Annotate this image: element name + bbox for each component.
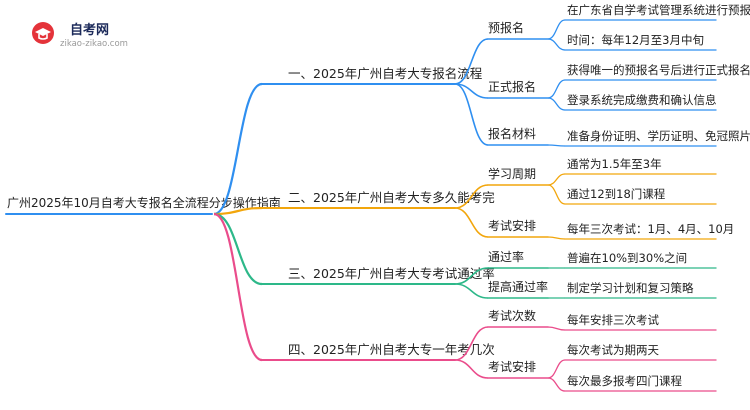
- sub-label: 学习周期: [488, 166, 536, 181]
- leaf-connector: [547, 79, 566, 99]
- leaf-connector: [547, 97, 566, 111]
- root-label: 广州2025年10月自考大专报名全流程分步操作指南: [7, 195, 281, 210]
- sub-connector: [454, 207, 489, 238]
- branch-connector: [213, 206, 263, 216]
- leaf-label: 制定学习计划和复习策略: [567, 281, 694, 295]
- leaf-label: 通过12到18门课程: [567, 187, 666, 201]
- logo-title: 自考网: [70, 22, 109, 38]
- sub-label: 考试安排: [488, 218, 536, 233]
- leaf-label: 准备身份证明、学历证明、免冠照片及报名表: [567, 129, 750, 143]
- leaf-connector: [547, 326, 566, 331]
- sub-label: 考试安排: [488, 359, 536, 374]
- leaf-connector: [547, 184, 566, 205]
- sub-connector: [454, 283, 489, 299]
- sub-label: 预报名: [488, 20, 524, 35]
- leaf-label: 每次最多报考四门课程: [567, 374, 682, 388]
- leaf-label: 时间：每年12月至3月中旬: [567, 33, 704, 47]
- leaf-label: 通常为1.5年至3年: [567, 157, 662, 171]
- leaf-label: 普遍在10%到30%之间: [567, 251, 687, 265]
- sub-label: 考试次数: [488, 308, 536, 323]
- leaf-connector: [547, 377, 566, 392]
- leaf-label: 每次考试为期两天: [567, 343, 659, 357]
- leaf-connector: [547, 144, 566, 147]
- leaf-label: 获得唯一的预报名号后进行正式报名: [567, 63, 750, 77]
- sub-connector: [454, 359, 489, 379]
- logo: 自考网 zikao-zikao.com: [30, 20, 140, 49]
- branch-label: 三、2025年广州自考大专考试通过率: [288, 266, 495, 281]
- branch-connector: [213, 212, 263, 286]
- branch-connector: [213, 82, 263, 216]
- leaf-connector: [547, 236, 566, 240]
- graduation-cap-icon: [32, 22, 54, 44]
- branch-label: 四、2025年广州自考大专一年考几次: [288, 342, 495, 357]
- branch-label: 二、2025年广州自考大专多久能考完: [288, 190, 495, 205]
- leaf-label: 每年安排三次考试: [567, 313, 659, 327]
- sub-label: 正式报名: [488, 79, 536, 94]
- branch-connector: [213, 212, 263, 362]
- leaf-connector: [547, 359, 566, 379]
- sub-connector: [454, 38, 489, 85]
- leaf-label: 登录系统完成缴费和确认信息: [567, 93, 717, 107]
- sub-connector: [454, 83, 489, 146]
- sub-label: 提高通过率: [488, 279, 548, 294]
- sub-label: 报名材料: [488, 126, 536, 141]
- sub-label: 通过率: [488, 249, 524, 264]
- logo-svg: 自考网 zikao-zikao.com: [32, 22, 128, 49]
- leaf-connector: [547, 173, 566, 186]
- branch-label: 一、2025年广州自考大专报名流程: [288, 66, 483, 81]
- leaf-label: 在广东省自学考试管理系统进行预报名: [567, 3, 750, 17]
- leaf-connector: [547, 19, 566, 40]
- sub-connector: [454, 184, 489, 209]
- sub-connector: [454, 326, 489, 361]
- logo-url: zikao-zikao.com: [60, 39, 128, 48]
- leaf-label: 每年三次考试：1月、4月、10月: [567, 222, 734, 236]
- leaf-connector: [547, 38, 566, 51]
